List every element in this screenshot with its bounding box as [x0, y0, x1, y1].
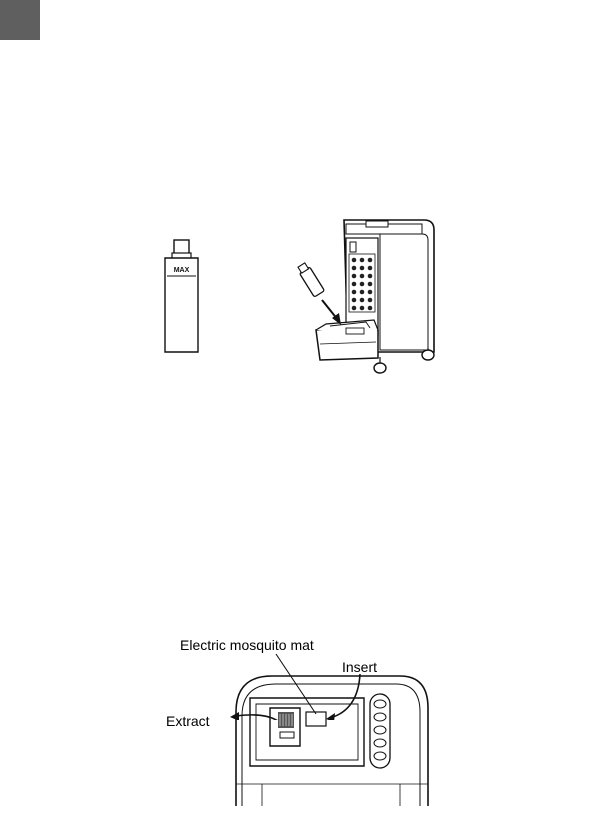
air-cooler-tank-illustration	[296, 212, 446, 377]
ice-bottle-illustration: MAX	[158, 238, 204, 356]
electric-mosquito-mat-label: Electric mosquito mat	[180, 637, 314, 653]
insert-label: Insert	[342, 659, 377, 675]
page-corner-tab	[0, 0, 40, 40]
max-mark-label: MAX	[174, 267, 190, 274]
extract-label: Extract	[166, 713, 210, 729]
